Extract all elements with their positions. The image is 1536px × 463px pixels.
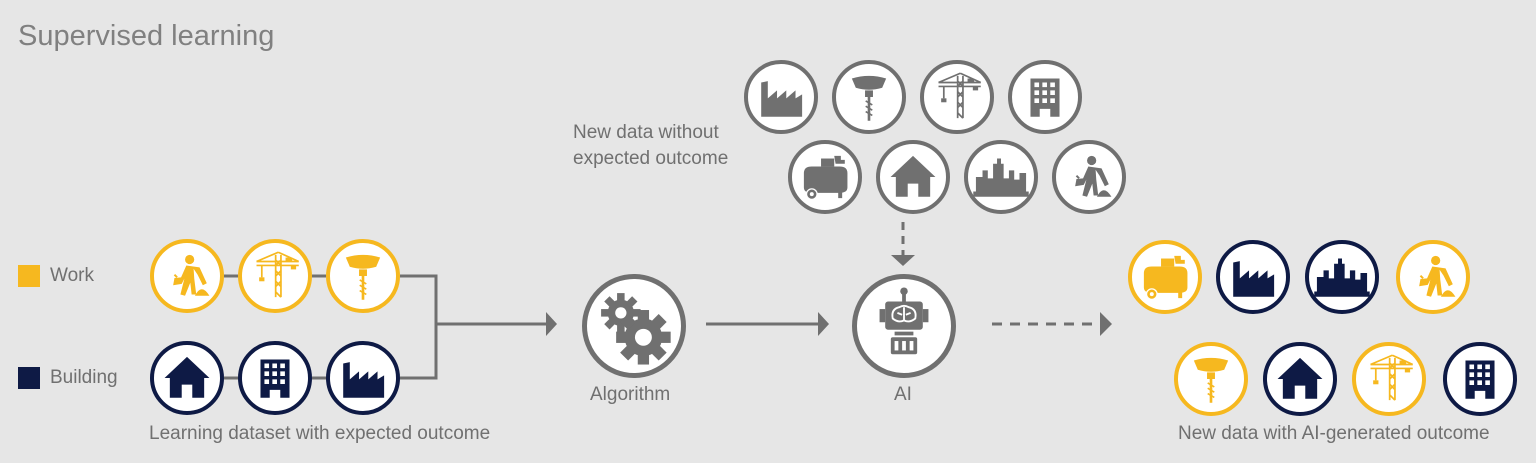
worker-icon [173,254,210,296]
dataset-factory-circle [326,341,400,415]
office-building-icon [1465,360,1495,399]
result-label: New data with AI-generated outcome [1178,423,1490,444]
office-building-icon [1030,78,1060,117]
ai-circle [852,274,956,378]
legend-building-label: Building [50,367,118,388]
factory-icon [1233,261,1275,297]
office-building-icon [260,359,290,398]
legend-building-swatch [18,367,40,389]
gears-icon [601,293,671,365]
new-data-house-circle [876,140,950,214]
house-icon [890,155,936,197]
new-data-compressor-circle [788,140,862,214]
dataset-crane-circle [238,239,312,313]
learning-dataset-label: Learning dataset with expected outcome [149,423,491,444]
ai-label: AI [894,384,912,405]
drill-icon [1193,357,1229,403]
new-data-factory-circle [744,60,818,134]
new-data-label: New data without expected outcome [573,122,729,169]
drill-icon [851,75,887,121]
crane-icon [938,72,982,119]
diagram-title: Supervised learning [18,20,275,52]
compressor-icon [1143,255,1188,301]
factory-icon [761,81,803,117]
dataset-worker-circle [150,239,224,313]
arrow-head [818,312,829,336]
result-crane-circle [1352,342,1426,416]
new-data-worker-circle [1052,140,1126,214]
robot-icon [879,287,929,355]
house-icon [164,356,210,398]
dataset-office-circle [238,341,312,415]
city-skyline-icon [1314,258,1370,297]
drill-icon [345,254,381,300]
arrow-head [1100,312,1112,336]
result-skyline-circle [1305,240,1379,314]
legend-work-swatch [18,265,40,287]
legend-work-label: Work [50,265,94,286]
result-worker-circle [1396,240,1470,314]
new-data-skyline-circle [964,140,1038,214]
arrow-head [891,255,915,266]
result-office-circle [1443,342,1517,416]
crane-icon [256,251,300,298]
result-factory-circle [1216,240,1290,314]
algorithm-label: Algorithm [590,384,671,405]
compressor-icon [803,155,848,201]
result-drill-circle [1174,342,1248,416]
new-data-crane-circle [920,60,994,134]
dataset-house-circle [150,341,224,415]
factory-icon [343,362,385,398]
worker-icon [1419,255,1456,297]
worker-icon [1075,155,1112,197]
result-house-circle [1263,342,1337,416]
new-data-drill-circle [832,60,906,134]
algorithm-circle [582,274,686,378]
house-icon [1277,357,1323,399]
crane-icon [1370,354,1414,401]
dataset-merge-bracket [400,274,438,380]
arrow-head [546,312,557,336]
dataset-drill-circle [326,239,400,313]
city-skyline-icon [973,158,1029,197]
result-compressor-circle [1128,240,1202,314]
new-data-office-circle [1008,60,1082,134]
